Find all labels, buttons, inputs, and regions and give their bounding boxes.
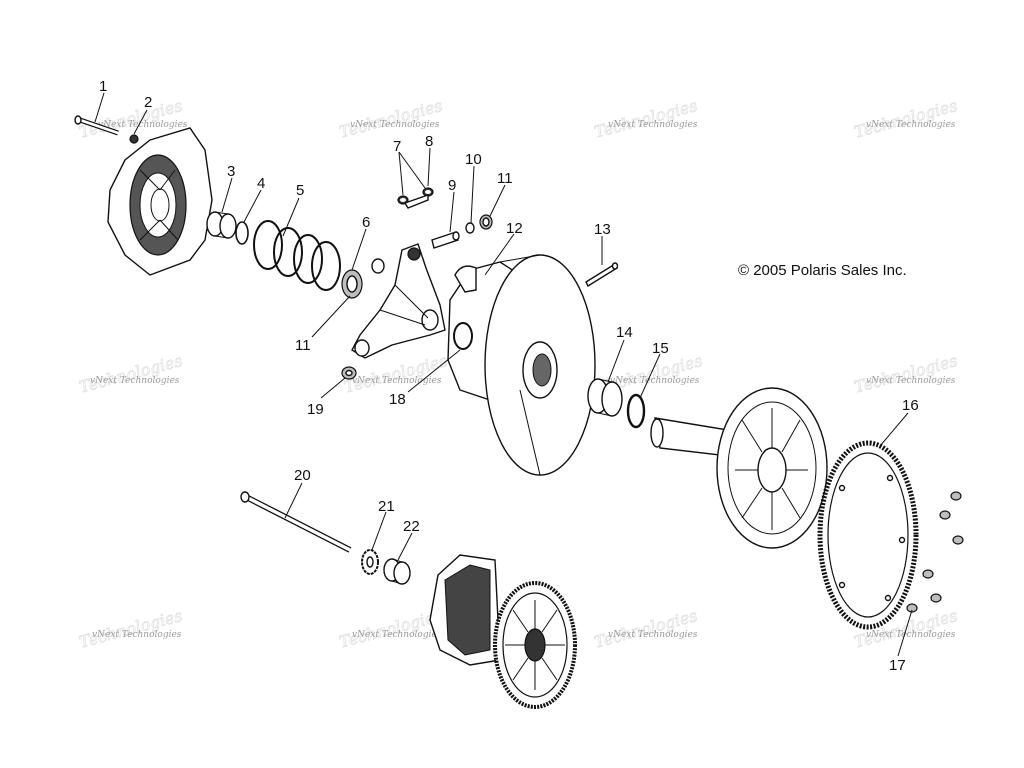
callout-4: 4 bbox=[257, 175, 265, 192]
fixed-sheave bbox=[650, 387, 828, 549]
callout-5: 5 bbox=[296, 182, 304, 199]
svg-text:vNext Technologies: vNext Technologies bbox=[608, 630, 698, 640]
svg-text:vNext Technologies: vNext Technologies bbox=[352, 376, 442, 386]
callout-12: 12 bbox=[506, 220, 523, 237]
part-9-pin bbox=[431, 231, 460, 249]
watermark: Technologies vNext Technologies bbox=[77, 605, 185, 652]
svg-text:vNext Technologies: vNext Technologies bbox=[866, 630, 956, 640]
part-7-8-pin bbox=[397, 187, 434, 209]
part-2-washer bbox=[129, 134, 139, 144]
svg-text:Technologies: Technologies bbox=[592, 606, 699, 652]
watermark: Technologies vNext Technologies bbox=[852, 350, 960, 397]
part-10-washer bbox=[465, 222, 475, 234]
svg-text:vNext Technologies: vNext Technologies bbox=[98, 120, 188, 130]
watermark: Technologies vNext Technologies bbox=[77, 350, 185, 397]
spider-arm bbox=[351, 243, 446, 359]
svg-text:vNext Technologies: vNext Technologies bbox=[610, 376, 700, 386]
callout-6: 6 bbox=[362, 214, 370, 231]
part-14-bushing bbox=[587, 378, 623, 417]
callout-7: 7 bbox=[393, 138, 401, 155]
svg-text:Technologies: Technologies bbox=[77, 351, 184, 397]
callout-3: 3 bbox=[227, 163, 235, 180]
callouts: 1 2 3 4 5 6 7 8 9 10 11 11 12 13 14 15 1… bbox=[99, 78, 919, 674]
callout-18: 18 bbox=[389, 391, 406, 408]
svg-text:vNext Technologies: vNext Technologies bbox=[90, 376, 180, 386]
part-13-pin bbox=[585, 262, 619, 287]
callout-19: 19 bbox=[307, 401, 324, 418]
svg-text:vNext Technologies: vNext Technologies bbox=[92, 630, 182, 640]
callout-13: 13 bbox=[594, 221, 611, 238]
callout-14: 14 bbox=[616, 324, 633, 341]
svg-text:Technologies: Technologies bbox=[592, 96, 699, 142]
callout-11: 11 bbox=[497, 170, 513, 187]
watermark: Technologies vNext Technologies bbox=[342, 350, 450, 397]
svg-text:vNext Technologies: vNext Technologies bbox=[866, 376, 956, 386]
watermark: Technologies vNext Technologies bbox=[592, 605, 700, 652]
part-22-bushing bbox=[383, 558, 411, 585]
part-4-snap-ring bbox=[235, 221, 249, 245]
callout-11: 11 bbox=[295, 337, 311, 354]
watermark: Technologies vNext Technologies bbox=[852, 95, 960, 142]
part-6-bushing bbox=[341, 258, 385, 299]
svg-text:Technologies: Technologies bbox=[852, 351, 959, 397]
callout-16: 16 bbox=[902, 397, 919, 414]
callout-9: 9 bbox=[448, 177, 456, 194]
callout-1: 1 bbox=[99, 78, 107, 95]
part-1-bolt bbox=[74, 115, 119, 136]
part-18-ring bbox=[453, 322, 473, 350]
cover-plate bbox=[107, 127, 213, 276]
callout-10: 10 bbox=[465, 151, 482, 168]
part-3-bushing bbox=[206, 211, 237, 239]
part-16-ring-gear bbox=[817, 440, 919, 630]
callout-21: 21 bbox=[378, 498, 395, 515]
callout-15: 15 bbox=[652, 340, 669, 357]
callout-17: 17 bbox=[889, 657, 906, 674]
callout-20: 20 bbox=[294, 467, 311, 484]
part-15-ring bbox=[626, 393, 646, 429]
part-19-nut bbox=[341, 366, 357, 380]
moveable-sheave bbox=[447, 254, 596, 476]
part-11-roller bbox=[479, 214, 493, 230]
callout-2: 2 bbox=[144, 94, 152, 111]
watermark: Technologies vNext Technologies bbox=[592, 95, 700, 142]
watermark: Technologies vNext Technologies bbox=[337, 605, 445, 652]
svg-text:vNext Technologies: vNext Technologies bbox=[350, 120, 440, 130]
part-5-spring bbox=[253, 220, 341, 291]
svg-text:Technologies: Technologies bbox=[342, 351, 449, 397]
svg-text:Technologies: Technologies bbox=[337, 606, 444, 652]
callout-22: 22 bbox=[403, 518, 420, 535]
svg-text:vNext Technologies: vNext Technologies bbox=[352, 630, 442, 640]
svg-text:vNext Technologies: vNext Technologies bbox=[866, 120, 956, 130]
svg-text:Technologies: Technologies bbox=[77, 606, 184, 652]
leader-lines bbox=[94, 92, 913, 657]
part-21-washer bbox=[361, 549, 379, 575]
part-17-screws bbox=[906, 491, 964, 613]
svg-text:Technologies: Technologies bbox=[852, 96, 959, 142]
svg-text:vNext Technologies: vNext Technologies bbox=[608, 120, 698, 130]
callout-8: 8 bbox=[425, 133, 433, 150]
copyright-text: © 2005 Polaris Sales Inc. bbox=[738, 262, 907, 279]
part-20-bolt bbox=[240, 491, 352, 553]
clutch-assembly bbox=[429, 554, 577, 709]
